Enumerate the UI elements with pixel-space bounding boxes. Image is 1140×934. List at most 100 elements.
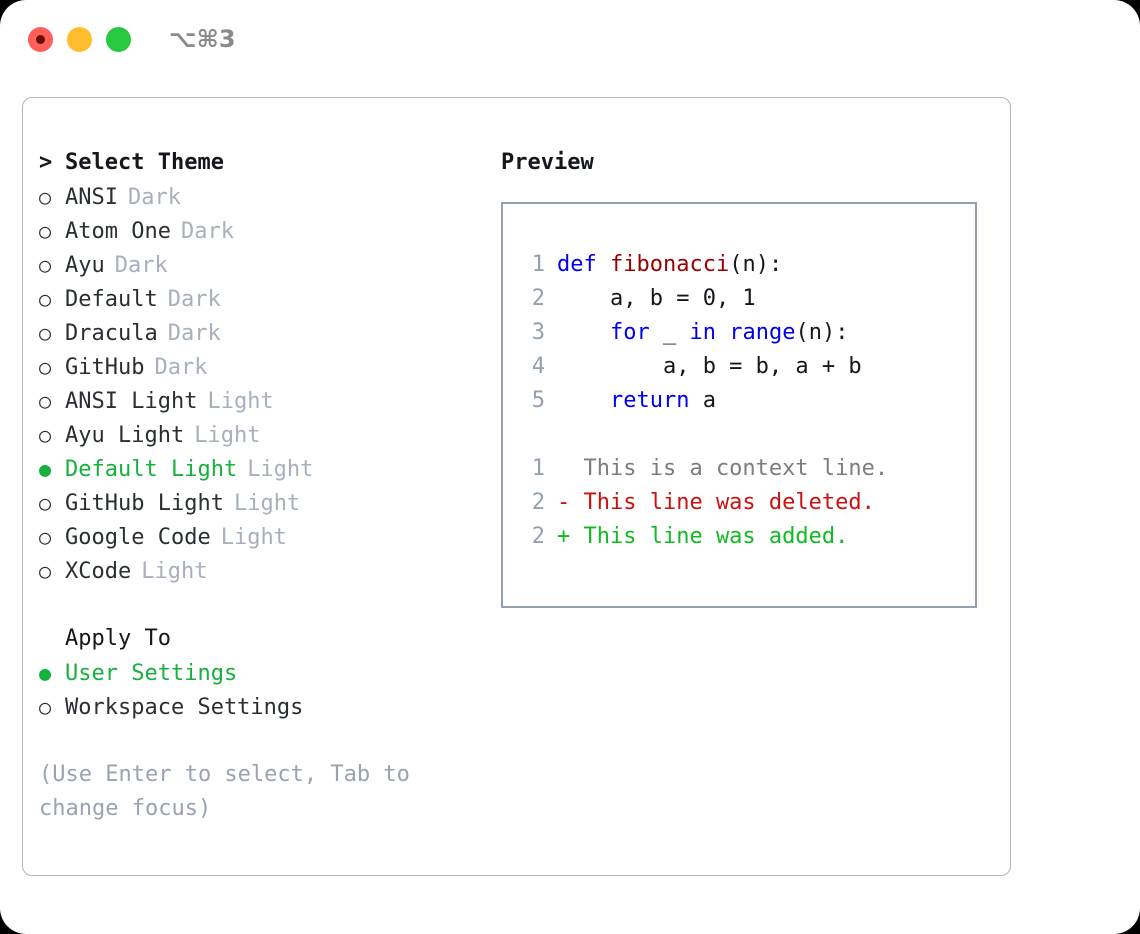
theme-category-badge: Light xyxy=(207,389,274,414)
theme-category-badge: Dark xyxy=(127,185,181,210)
theme-list-item[interactable]: ○ Dracula Dark xyxy=(39,316,489,350)
theme-name: Default Light xyxy=(65,457,238,482)
radio-unselected-icon: ○ xyxy=(39,491,52,515)
code-token: a, b = b, a + b xyxy=(557,354,862,379)
diff-line-number: 2 xyxy=(531,524,545,549)
theme-list-item[interactable]: ○ ANSI Light Light xyxy=(39,384,489,418)
theme-name: Ayu Light xyxy=(65,423,185,448)
theme-name: Atom One xyxy=(65,219,171,244)
select-theme-heading-label: Select Theme xyxy=(65,150,224,175)
radio-unselected-icon: ○ xyxy=(39,219,52,243)
theme-category-badge: Light xyxy=(247,457,314,482)
diff-line: 2 - This line was deleted. xyxy=(519,486,975,520)
minimize-button-icon[interactable] xyxy=(67,26,92,52)
radio-selected-icon: ● xyxy=(39,457,52,481)
radio-unselected-icon: ○ xyxy=(39,321,52,345)
diff-line-text: This is a context line. xyxy=(557,456,889,481)
apply-to-heading: Apply To xyxy=(65,626,171,651)
diff-line-number: 2 xyxy=(531,490,545,515)
apply-to-option-label: Workspace Settings xyxy=(65,695,304,720)
radio-unselected-icon: ○ xyxy=(39,355,52,379)
code-token: (n): xyxy=(729,252,783,277)
theme-list-item[interactable]: ○ XCode Light xyxy=(39,554,489,588)
diff-line-number: 1 xyxy=(531,456,545,481)
theme-list-item[interactable]: ● Default Light Light xyxy=(39,452,489,486)
theme-category-badge: Light xyxy=(141,559,208,584)
radio-unselected-icon: ○ xyxy=(39,287,52,311)
radio-selected-icon: ● xyxy=(39,661,52,685)
theme-name: ANSI xyxy=(65,185,118,210)
theme-name: Google Code xyxy=(65,525,211,550)
code-line-number: 3 xyxy=(531,320,545,345)
theme-category-badge: Light xyxy=(233,491,301,516)
code-token: a xyxy=(689,388,716,413)
apply-to-option-label: User Settings xyxy=(65,661,238,686)
hint-spacer xyxy=(39,724,489,758)
radio-unselected-icon: ○ xyxy=(39,525,52,549)
traffic-light-dots xyxy=(28,26,131,52)
keyboard-shortcut-label: ⌥⌘3 xyxy=(169,25,236,53)
theme-name: GitHub xyxy=(65,355,145,380)
preview-heading: Preview xyxy=(501,150,594,175)
theme-list-item[interactable]: ○ GitHub Dark xyxy=(39,350,489,384)
close-button-icon[interactable] xyxy=(28,26,53,52)
theme-list-item[interactable]: ○ Atom One Dark xyxy=(39,214,489,248)
theme-category-badge: Dark xyxy=(167,321,221,346)
diff-line-text: + This line was added. xyxy=(557,524,849,549)
code-token: _ xyxy=(649,320,690,345)
radio-unselected-icon: ○ xyxy=(39,559,52,583)
code-line-number: 1 xyxy=(531,252,545,277)
radio-unselected-icon: ○ xyxy=(39,389,52,413)
code-line-number: 2 xyxy=(531,286,545,311)
code-line: 3 for _ in range(n): xyxy=(519,316,975,350)
radio-unselected-icon: ○ xyxy=(39,253,52,277)
code-token: def xyxy=(557,252,610,277)
theme-name: GitHub Light xyxy=(65,491,224,516)
prompt-caret-icon: > xyxy=(39,150,53,175)
theme-name: XCode xyxy=(65,559,132,584)
diff-line: 1 This is a context line. xyxy=(519,452,975,486)
theme-name: Ayu xyxy=(65,253,105,278)
code-line: 4 a, b = b, a + b xyxy=(519,350,975,384)
code-token: return xyxy=(609,388,690,413)
theme-list-item[interactable]: ○ GitHub Light Light xyxy=(39,486,489,520)
code-token: for xyxy=(609,320,650,345)
code-line-number: 5 xyxy=(531,388,545,413)
code-line: 1 def fibonacci(n): xyxy=(519,248,975,282)
diff-line-text: - This line was deleted. xyxy=(557,490,875,515)
maximize-button-icon[interactable] xyxy=(106,26,131,52)
theme-name: Default xyxy=(65,287,158,312)
code-token: fibonacci xyxy=(609,252,730,277)
theme-category-badge: Dark xyxy=(180,219,234,244)
apply-to-option[interactable]: ● User Settings xyxy=(39,656,489,690)
code-token: in xyxy=(689,320,716,345)
theme-list-item[interactable]: ○ ANSI Dark xyxy=(39,180,489,214)
window-titlebar: ⌥⌘3 xyxy=(0,0,1140,78)
theme-category-badge: Dark xyxy=(154,355,208,380)
diff-line: 2 + This line was added. xyxy=(519,520,975,554)
apply-to-option[interactable]: ○ Workspace Settings xyxy=(39,690,489,724)
theme-name: Dracula xyxy=(65,321,158,346)
code-token xyxy=(716,320,729,345)
radio-unselected-icon: ○ xyxy=(39,695,52,719)
apply-to-list: ● User Settings ○ Workspace Settings xyxy=(39,656,489,724)
radio-unselected-icon: ○ xyxy=(39,185,52,209)
code-line: 2 a, b = 0, 1 xyxy=(519,282,975,316)
code-token: (n): xyxy=(795,320,849,345)
theme-category-badge: Light xyxy=(194,423,261,448)
code-token: range xyxy=(729,320,796,345)
code-line: 5 return a xyxy=(519,384,975,418)
list-spacer xyxy=(39,588,489,622)
theme-name: ANSI Light xyxy=(65,389,198,414)
